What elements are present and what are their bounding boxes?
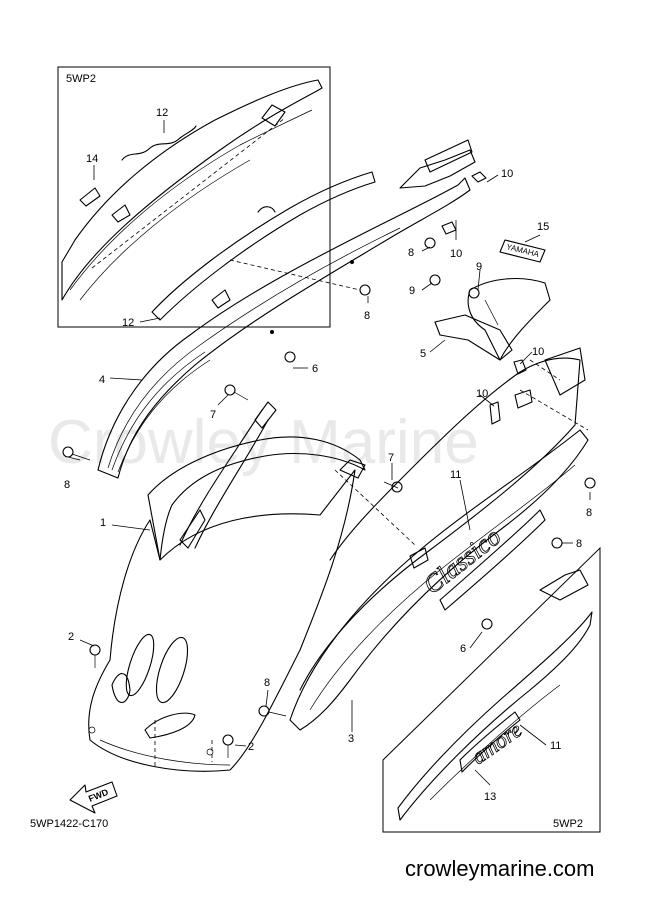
callout-7-left: 7 bbox=[210, 409, 216, 421]
inset-box-top: 5WP2 bbox=[57, 66, 331, 328]
callout-5: 5 bbox=[420, 348, 426, 360]
callout-8-right-lower: 8 bbox=[576, 538, 582, 550]
badge-inset-text: amore bbox=[467, 717, 527, 769]
screw-set bbox=[62, 237, 596, 758]
decal-strip bbox=[151, 171, 376, 321]
callout-10-mid: 10 bbox=[450, 248, 462, 260]
callout-8-top: 8 bbox=[408, 247, 414, 259]
callout-12: 12 bbox=[122, 317, 134, 329]
callout-4: 4 bbox=[99, 374, 105, 386]
callout-6-lower: 6 bbox=[460, 643, 466, 655]
callout-7-center: 7 bbox=[388, 452, 394, 464]
callout-10-lower: 10 bbox=[476, 388, 488, 400]
callout-2-bottom: 2 bbox=[248, 741, 254, 753]
callout-10-top: 10 bbox=[501, 168, 513, 180]
inset-bottom-label: 5WP2 bbox=[553, 818, 583, 830]
callout-2-left: 2 bbox=[68, 631, 74, 643]
callout-14: 14 bbox=[86, 153, 98, 165]
drawing-code: 5WP1422-C170 bbox=[30, 818, 108, 830]
callout-6-top: 6 bbox=[312, 363, 318, 375]
callout-11-inset: 11 bbox=[550, 740, 561, 752]
decal-yamaha: YAMAHA bbox=[499, 239, 546, 263]
leader-lines bbox=[67, 120, 591, 786]
side-cover-upper bbox=[97, 139, 476, 479]
front-cover bbox=[88, 401, 366, 772]
callout-13: 13 bbox=[484, 791, 496, 803]
callout-8-bottom: 8 bbox=[264, 677, 270, 689]
badge-main-text: Classico bbox=[418, 522, 506, 600]
side-cover-lower: Classico bbox=[289, 347, 589, 731]
fwd-arrow-icon: FWD bbox=[69, 781, 118, 814]
callout-15: 15 bbox=[537, 221, 549, 233]
callout-3: 3 bbox=[348, 733, 354, 745]
callout-8-right: 8 bbox=[586, 507, 592, 519]
bracket-part bbox=[434, 278, 551, 361]
fwd-label: FWD bbox=[87, 787, 110, 804]
callout-9-right: 9 bbox=[476, 261, 482, 273]
callout-9-left: 9 bbox=[409, 285, 415, 297]
callout-11-main: 11 bbox=[450, 469, 461, 481]
callout-10-right: 10 bbox=[532, 346, 544, 358]
inset-top-label: 5WP2 bbox=[66, 73, 96, 85]
watermark-text: Crowley Marine bbox=[48, 408, 479, 477]
callout-1: 1 bbox=[100, 517, 106, 529]
callout-8-left: 8 bbox=[64, 479, 70, 491]
callout-8-center: 8 bbox=[364, 310, 370, 322]
footer-url[interactable]: crowleymarine.com bbox=[405, 856, 595, 881]
callout-12-inset: 12 bbox=[156, 107, 168, 119]
